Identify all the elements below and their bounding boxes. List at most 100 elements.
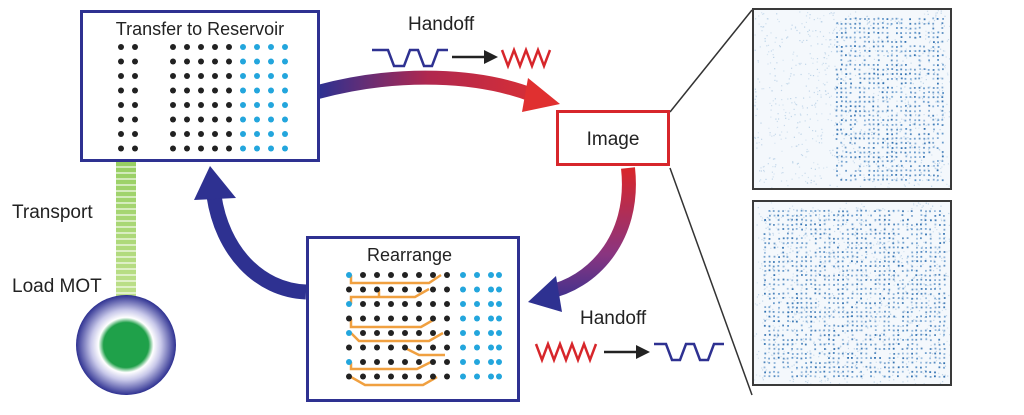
atom-dot	[132, 131, 138, 137]
rearrange-atom-array	[346, 272, 502, 387]
atom-dot	[430, 330, 436, 336]
atom-dot	[226, 73, 232, 79]
moved-atom-dot	[346, 330, 352, 336]
atom-dot	[430, 344, 436, 351]
moved-atom-dot	[346, 359, 352, 365]
right-arrow-icon	[484, 50, 498, 64]
handoff-top-label: Handoff	[408, 14, 475, 35]
atom-dot	[430, 359, 436, 365]
atom-dot	[360, 315, 366, 322]
reservoir-atom-dot	[496, 286, 502, 293]
transfer-title: Transfer to Reservoir	[115, 19, 285, 39]
atom-dot	[360, 301, 366, 307]
atom-dot	[118, 145, 124, 152]
atom-dot	[416, 315, 422, 322]
reservoir-atom-dot	[488, 330, 494, 336]
reservoir-atom-dot	[268, 87, 274, 94]
transport-label: Transport	[12, 202, 93, 223]
atom-dot	[212, 145, 218, 152]
reservoir-atom-dot	[254, 44, 260, 50]
atom-dot	[226, 58, 232, 65]
atom-dot	[360, 344, 366, 351]
right-arrow-icon	[636, 345, 650, 359]
reservoir-atom-dot	[254, 145, 260, 152]
reservoir-atom-dot	[488, 344, 494, 351]
rearrange-path	[350, 331, 444, 343]
rearrange-title: Rearrange	[367, 245, 453, 265]
fluorescence-image-top	[752, 8, 952, 190]
atom-dot	[444, 359, 450, 365]
transfer-atom-array	[118, 44, 288, 152]
atom-dot	[360, 373, 366, 380]
atom-dot	[184, 102, 190, 108]
moved-atom-dot	[346, 272, 352, 278]
atom-dot	[184, 87, 190, 94]
atom-dot	[170, 116, 176, 123]
arrow-to-image-head	[522, 78, 560, 112]
atom-dot	[226, 102, 232, 108]
reservoir-atom-dot	[268, 58, 274, 65]
reservoir-atom-dot	[282, 102, 288, 108]
atom-dot	[416, 359, 422, 365]
reservoir-atom-dot	[460, 330, 466, 336]
atom-dot	[346, 344, 352, 351]
atom-dot	[388, 359, 394, 365]
reservoir-atom-dot	[474, 373, 480, 380]
atom-dot	[374, 286, 380, 293]
atom-dot	[170, 58, 176, 65]
atom-dot	[212, 73, 218, 79]
lattice-wave-icon	[534, 340, 598, 364]
atom-dot	[198, 116, 204, 123]
reservoir-atom-dot	[240, 145, 246, 152]
atom-dot	[444, 315, 450, 322]
reservoir-atom-dot	[240, 58, 246, 65]
image-box: Image	[556, 110, 670, 166]
atom-dot	[430, 272, 436, 278]
handoff-bottom-waves	[534, 340, 724, 364]
atom-dot	[416, 344, 422, 351]
atom-dot	[374, 330, 380, 336]
atom-dot	[226, 87, 232, 94]
reservoir-atom-dot	[496, 359, 502, 365]
atom-dot	[132, 116, 138, 123]
reservoir-atom-dot	[268, 73, 274, 79]
moved-atom-dot	[346, 301, 352, 307]
atom-dot	[360, 272, 366, 278]
atom-dot	[170, 102, 176, 108]
atom-dot	[118, 87, 124, 94]
transfer-box: Transfer to Reservoir	[80, 10, 320, 162]
reservoir-atom-dot	[496, 344, 502, 351]
reservoir-atom-dot	[254, 58, 260, 65]
atom-dot	[118, 73, 124, 79]
reservoir-atom-dot	[240, 131, 246, 137]
handoff-top-waves	[372, 46, 552, 70]
tweezer-wave-icon	[654, 342, 724, 362]
atom-dot	[402, 286, 408, 293]
atom-dot	[184, 131, 190, 137]
reservoir-atom-dot	[474, 286, 480, 293]
atom-dot	[444, 330, 450, 336]
atom-dot	[170, 131, 176, 137]
rearrange-path	[404, 346, 445, 357]
atom-dot	[346, 373, 352, 380]
reservoir-atom-dot	[460, 359, 466, 365]
atom-dot	[226, 145, 232, 152]
atom-dot	[198, 145, 204, 152]
atom-dot	[184, 116, 190, 123]
atom-dot	[118, 58, 124, 65]
reservoir-atom-dot	[268, 145, 274, 152]
reservoir-atom-dot	[240, 73, 246, 79]
atom-dot	[198, 44, 204, 50]
atom-dot	[198, 58, 204, 65]
atom-dot	[346, 315, 352, 322]
atom-dot	[212, 131, 218, 137]
arrow-to-image	[316, 70, 535, 102]
atom-dot	[226, 131, 232, 137]
arrow-to-rearrange	[546, 167, 636, 299]
atom-dot	[118, 44, 124, 50]
atom-dot	[212, 58, 218, 65]
atom-dot	[198, 131, 204, 137]
atom-dot	[170, 73, 176, 79]
